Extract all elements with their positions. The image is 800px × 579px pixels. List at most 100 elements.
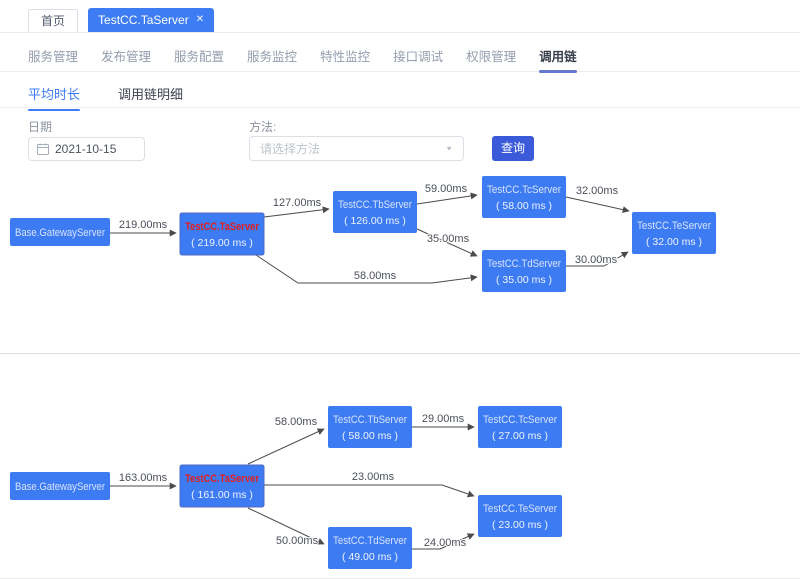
date-input[interactable] [55,142,135,156]
edge-latency-label: 23.00ms [352,471,395,483]
nav-item-feature-monitor[interactable]: 特性监控 [320,50,371,64]
graph-node-tc[interactable]: TestCC.TcServer ( 58.00 ms ) [482,176,566,218]
date-label: 日期 [28,120,53,134]
node-time: ( 126.00 ms ) [344,215,406,227]
method-label: 方法: [249,120,277,134]
edge-latency-label: 163.00ms [119,472,168,484]
node-title: TestCC.TbServer [338,199,412,211]
graph-node-te[interactable]: TestCC.TeServer ( 23.00 ms ) [478,495,562,537]
node-title: TestCC.TaServer [185,473,260,485]
chevron-down-icon: ▼ [445,144,453,153]
node-box [179,212,265,256]
node-time: ( 27.00 ms ) [492,430,548,442]
graph-node-gateway[interactable]: Base.GatewayServer [10,218,110,246]
tab-active-label: TestCC.TaServer [98,13,189,27]
close-icon[interactable]: ✕ [195,14,205,25]
call-chain-graph-2: 163.00ms 58.00ms 23.00ms 50.00ms 29.00ms 24.0… [10,406,562,569]
node-title: TestCC.TeServer [637,220,711,232]
node-box [478,406,562,448]
node-time: ( 58.00 ms ) [342,430,398,442]
edge-latency-label: 24.00ms [424,537,467,549]
node-time: ( 58.00 ms ) [496,200,552,212]
subtab-average-duration[interactable]: 平均时长 [28,84,80,107]
call-chain-graph-1: 219.00ms 127.00ms 58.00ms 59.00ms 35.00ms 32.… [10,176,716,292]
query-button[interactable]: 查询 [492,136,535,161]
graph-node-tc[interactable]: TestCC.TcServer ( 27.00 ms ) [478,406,562,448]
edge-latency-label: 35.00ms [427,233,470,245]
nav-item-permission-management[interactable]: 权限管理 [466,50,517,64]
graph-node-tb[interactable]: TestCC.TbServer ( 126.00 ms ) [333,191,417,233]
nav-item-service-monitor[interactable]: 服务监控 [247,50,298,64]
date-picker[interactable] [28,137,145,161]
edge-line [566,251,629,267]
edge-latency-label: 59.00ms [425,183,468,195]
node-title: TestCC.TcServer [487,184,561,196]
filter-bar: 日期 方法: 请选择方法 ▼ 查询 [0,108,800,171]
node-title: TestCC.TdServer [333,535,407,547]
node-box [482,250,566,292]
node-title: TestCC.TeServer [483,503,557,515]
edge-latency-label: 58.00ms [275,416,318,428]
graph-divider [0,353,800,354]
method-select[interactable]: 请选择方法 ▼ [249,136,464,161]
tab-testcc-taserver[interactable]: TestCC.TaServer ✕ [88,8,215,32]
edge-latency-label: 127.00ms [273,197,322,209]
window-tab-bar: 首页 TestCC.TaServer ✕ [0,0,800,33]
node-time: ( 49.00 ms ) [342,551,398,563]
edge-line [412,533,475,550]
graph-node-ta[interactable]: TestCC.TaServer ( 219.00 ms ) [179,212,265,256]
node-box [632,212,716,254]
edge-line [247,507,325,545]
service-nav: 服务管理 发布管理 服务配置 服务监控 特性监控 接口调试 权限管理 调用链 [0,33,800,72]
nav-item-service-management[interactable]: 服务管理 [28,50,79,64]
edge-latency-label: 29.00ms [422,413,465,425]
graph-node-gateway[interactable]: Base.GatewayServer [10,472,110,500]
graph-node-ta[interactable]: TestCC.TaServer ( 161.00 ms ) [179,464,265,508]
tab-home[interactable]: 首页 [28,9,79,32]
node-title: Base.GatewayServer [15,227,105,239]
edge-latency-label: 30.00ms [575,254,618,266]
node-title: TestCC.TaServer [185,221,260,233]
edge-line [416,228,478,257]
node-title: TestCC.TcServer [483,414,557,426]
node-time: ( 161.00 ms ) [191,489,253,501]
node-time: ( 32.00 ms ) [646,236,702,248]
edge-line [264,484,475,498]
node-time: ( 35.00 ms ) [496,274,552,286]
node-box [179,464,265,508]
node-title: TestCC.TbServer [333,414,407,426]
nav-item-call-chain[interactable]: 调用链 [539,46,577,71]
edge-latency-label: 50.00ms [276,535,319,547]
node-time: ( 219.00 ms ) [191,237,253,249]
calendar-icon [37,143,49,155]
node-title: Base.GatewayServer [15,481,105,493]
node-box [333,191,417,233]
graph-node-tb[interactable]: TestCC.TbServer ( 58.00 ms ) [328,406,412,448]
edge-latency-label: 32.00ms [576,185,619,197]
edge-line [565,196,630,214]
node-box [482,176,566,218]
subtab-call-chain-detail[interactable]: 调用链明细 [118,87,184,102]
node-box [328,527,412,569]
node-box [328,406,412,448]
method-select-placeholder: 请选择方法 [260,142,321,156]
nav-item-release-management[interactable]: 发布管理 [101,50,152,64]
edge-line [416,192,478,205]
nav-item-interface-debug[interactable]: 接口调试 [393,50,444,64]
graph-node-td[interactable]: TestCC.TdServer ( 35.00 ms ) [482,250,566,292]
node-title: TestCC.TdServer [487,258,561,270]
nav-item-service-config[interactable]: 服务配置 [174,50,225,64]
node-box [478,495,562,537]
graph-node-td[interactable]: TestCC.TdServer ( 49.00 ms ) [328,527,412,569]
edge-latency-label: 58.00ms [354,270,397,282]
edge-line [263,206,330,218]
graph-node-te[interactable]: TestCC.TeServer ( 32.00 ms ) [632,212,716,254]
edge-line [247,428,325,465]
node-box [10,218,110,246]
edge-line [255,254,478,284]
node-time: ( 23.00 ms ) [492,519,548,531]
tab-home-label: 首页 [41,14,66,28]
edge-latency-label: 219.00ms [119,219,168,231]
call-chain-subtabs: 平均时长 调用链明细 [0,72,800,108]
node-box [10,472,110,500]
